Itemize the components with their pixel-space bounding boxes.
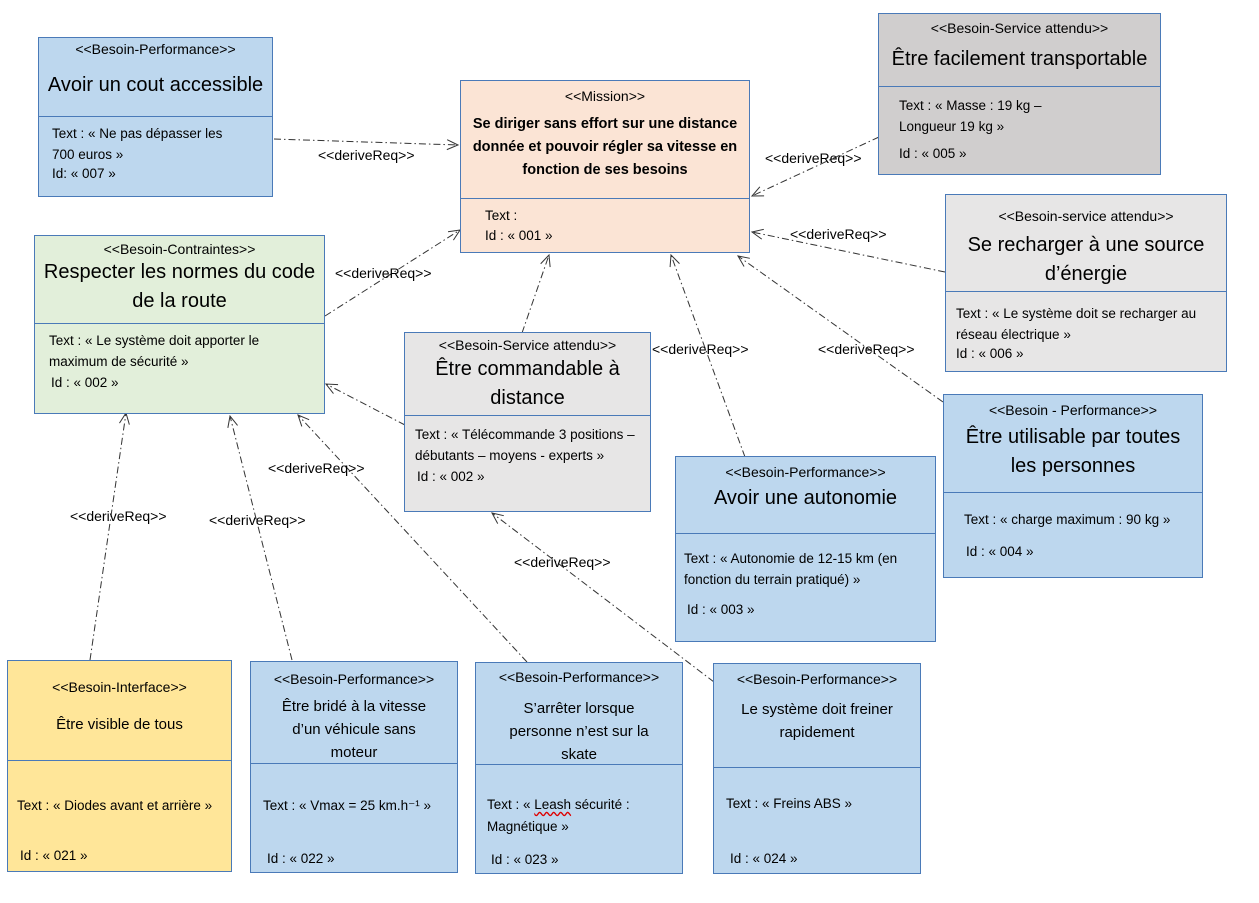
text-field: Text : « Diodes avant et arrière » bbox=[17, 798, 213, 813]
link-label: <<deriveReq>> bbox=[765, 150, 862, 166]
text-field: Text : « Le système doit se recharger au bbox=[956, 306, 1197, 321]
requirement-title: Être commandable à distance bbox=[435, 358, 620, 409]
text-field: fonction du terrain pratiqué) » bbox=[684, 572, 861, 587]
id-field: Id : « 002 » bbox=[417, 469, 485, 484]
stereotype: <<Besoin - Performance>> bbox=[988, 402, 1158, 418]
text-field: Text : bbox=[485, 208, 518, 223]
text-field: Text : « charge maximum : 90 kg » bbox=[964, 512, 1171, 527]
id-field: Id : « 006 » bbox=[956, 346, 1024, 361]
requirement-box-002-contraintes: <<Besoin-Contraintes>> Respecter les nor… bbox=[34, 235, 325, 414]
id-field: Id : « 003 » bbox=[687, 602, 755, 617]
requirement-box-005: <<Besoin-Service attendu>> Être facileme… bbox=[878, 13, 1161, 175]
text-field: débutants – moyens - experts » bbox=[415, 448, 605, 463]
link-004-mission bbox=[737, 255, 944, 403]
id-field: Id : « 023 » bbox=[491, 852, 559, 867]
requirement-box-007: <<Besoin-Performance>> Avoir un cout acc… bbox=[38, 37, 273, 197]
link-021-002c bbox=[89, 411, 130, 661]
stereotype: <<Besoin-service attendu>> bbox=[998, 208, 1174, 224]
stereotype: <<Besoin-Performance>> bbox=[498, 669, 660, 685]
mission-box: <<Mission>> Se diriger sans effort sur u… bbox=[460, 80, 750, 253]
link-label: <<deriveReq>> bbox=[514, 554, 611, 570]
link-002s-002c bbox=[324, 383, 406, 426]
text-field: réseau électrique » bbox=[956, 327, 1071, 342]
link-label: <<deriveReq>> bbox=[818, 341, 915, 357]
text-field: Text : « Vmax = 25 km.h⁻¹ » bbox=[263, 798, 432, 813]
id-field: Id: « 007 » bbox=[52, 166, 116, 181]
text-field: Longueur 19 kg » bbox=[899, 119, 1005, 134]
text-field: Text : « Autonomie de 12-15 km (en bbox=[684, 551, 898, 566]
requirement-title: Être visible de tous bbox=[56, 716, 183, 733]
stereotype: <<Besoin-Performance>> bbox=[725, 464, 886, 480]
stereotype: <<Besoin-Performance>> bbox=[736, 671, 898, 687]
stereotype: <<Besoin-Service attendu>> bbox=[438, 337, 617, 353]
requirement-box-002-service: <<Besoin-Service attendu>> Être commanda… bbox=[404, 332, 651, 512]
link-label: <<deriveReq>> bbox=[318, 147, 415, 163]
requirement-box-003: <<Besoin-Performance>> Avoir une autonom… bbox=[675, 456, 936, 642]
text-field: Text : « Le système doit apporter le bbox=[49, 333, 260, 348]
requirement-box-006: <<Besoin-service attendu>> Se recharger … bbox=[945, 194, 1227, 372]
text-field: Text : « Masse : 19 kg – bbox=[899, 98, 1042, 113]
requirement-box-023: <<Besoin-Performance>> S’arrêter lorsque… bbox=[475, 662, 683, 874]
text-field: maximum de sécurité » bbox=[49, 354, 189, 369]
link-007-mission bbox=[273, 138, 460, 151]
text-field: Text : « Télécommande 3 positions – bbox=[415, 427, 635, 442]
id-field: Id : « 002 » bbox=[51, 375, 119, 390]
link-005-mission bbox=[750, 136, 880, 197]
link-022-002c bbox=[227, 414, 293, 661]
requirement-title: S’arrêter lorsque personne n’est sur la … bbox=[509, 700, 649, 763]
id-field: Id : « 021 » bbox=[20, 848, 88, 863]
id-field: Id : « 001 » bbox=[485, 228, 553, 243]
link-002s-mission bbox=[521, 253, 551, 334]
link-label: <<deriveReq>> bbox=[209, 512, 306, 528]
requirement-title: Être utilisable par toutes les personnes bbox=[965, 426, 1181, 477]
stereotype: <<Besoin-Performance>> bbox=[273, 671, 435, 687]
link-label: <<deriveReq>> bbox=[268, 460, 365, 476]
stereotype: <<Besoin-Service attendu>> bbox=[930, 20, 1109, 36]
text-field: Magnétique » bbox=[487, 819, 569, 834]
stereotype: <<Mission>> bbox=[564, 88, 646, 104]
id-field: Id : « 022 » bbox=[267, 851, 335, 866]
requirement-title: Respecter les normes du code de la route bbox=[43, 261, 316, 312]
requirement-title: Le système doit freiner rapidement bbox=[741, 701, 893, 741]
link-label: <<deriveReq>> bbox=[70, 508, 167, 524]
stereotype: <<Besoin-Contraintes>> bbox=[103, 241, 256, 257]
text-field: Text : « Ne pas dépasser les bbox=[52, 126, 223, 141]
link-label: <<deriveReq>> bbox=[790, 226, 887, 242]
requirement-box-022: <<Besoin-Performance>> Être bridé à la v… bbox=[250, 661, 458, 873]
requirement-title: Se recharger à une source d’énergie bbox=[967, 234, 1205, 285]
link-label: <<deriveReq>> bbox=[652, 341, 749, 357]
stereotype: <<Besoin-Performance>> bbox=[75, 41, 236, 57]
requirement-title: Avoir un cout accessible bbox=[47, 74, 264, 96]
text-field: Text : « Leash sécurité : bbox=[487, 797, 630, 812]
link-label: <<deriveReq>> bbox=[335, 265, 432, 281]
stereotype: <<Besoin-Interface>> bbox=[52, 679, 187, 695]
requirement-box-021: <<Besoin-Interface>> Être visible de tou… bbox=[7, 660, 232, 872]
text-field: Text : « Freins ABS » bbox=[726, 796, 853, 811]
id-field: Id : « 004 » bbox=[966, 544, 1034, 559]
requirement-box-004: <<Besoin - Performance>> Être utilisable… bbox=[943, 394, 1203, 578]
requirement-title: Être bridé à la vitesse d’un véhicule sa… bbox=[281, 698, 427, 761]
requirement-title: Être facilement transportable bbox=[891, 48, 1148, 70]
requirement-title: Avoir une autonomie bbox=[713, 487, 898, 509]
requirement-box-024: <<Besoin-Performance>> Le système doit f… bbox=[713, 663, 921, 874]
mission-title: Se diriger sans effort sur une distance … bbox=[472, 116, 738, 178]
id-field: Id : « 024 » bbox=[730, 851, 798, 866]
id-field: Id : « 005 » bbox=[899, 146, 967, 161]
text-field: 700 euros » bbox=[52, 147, 124, 162]
